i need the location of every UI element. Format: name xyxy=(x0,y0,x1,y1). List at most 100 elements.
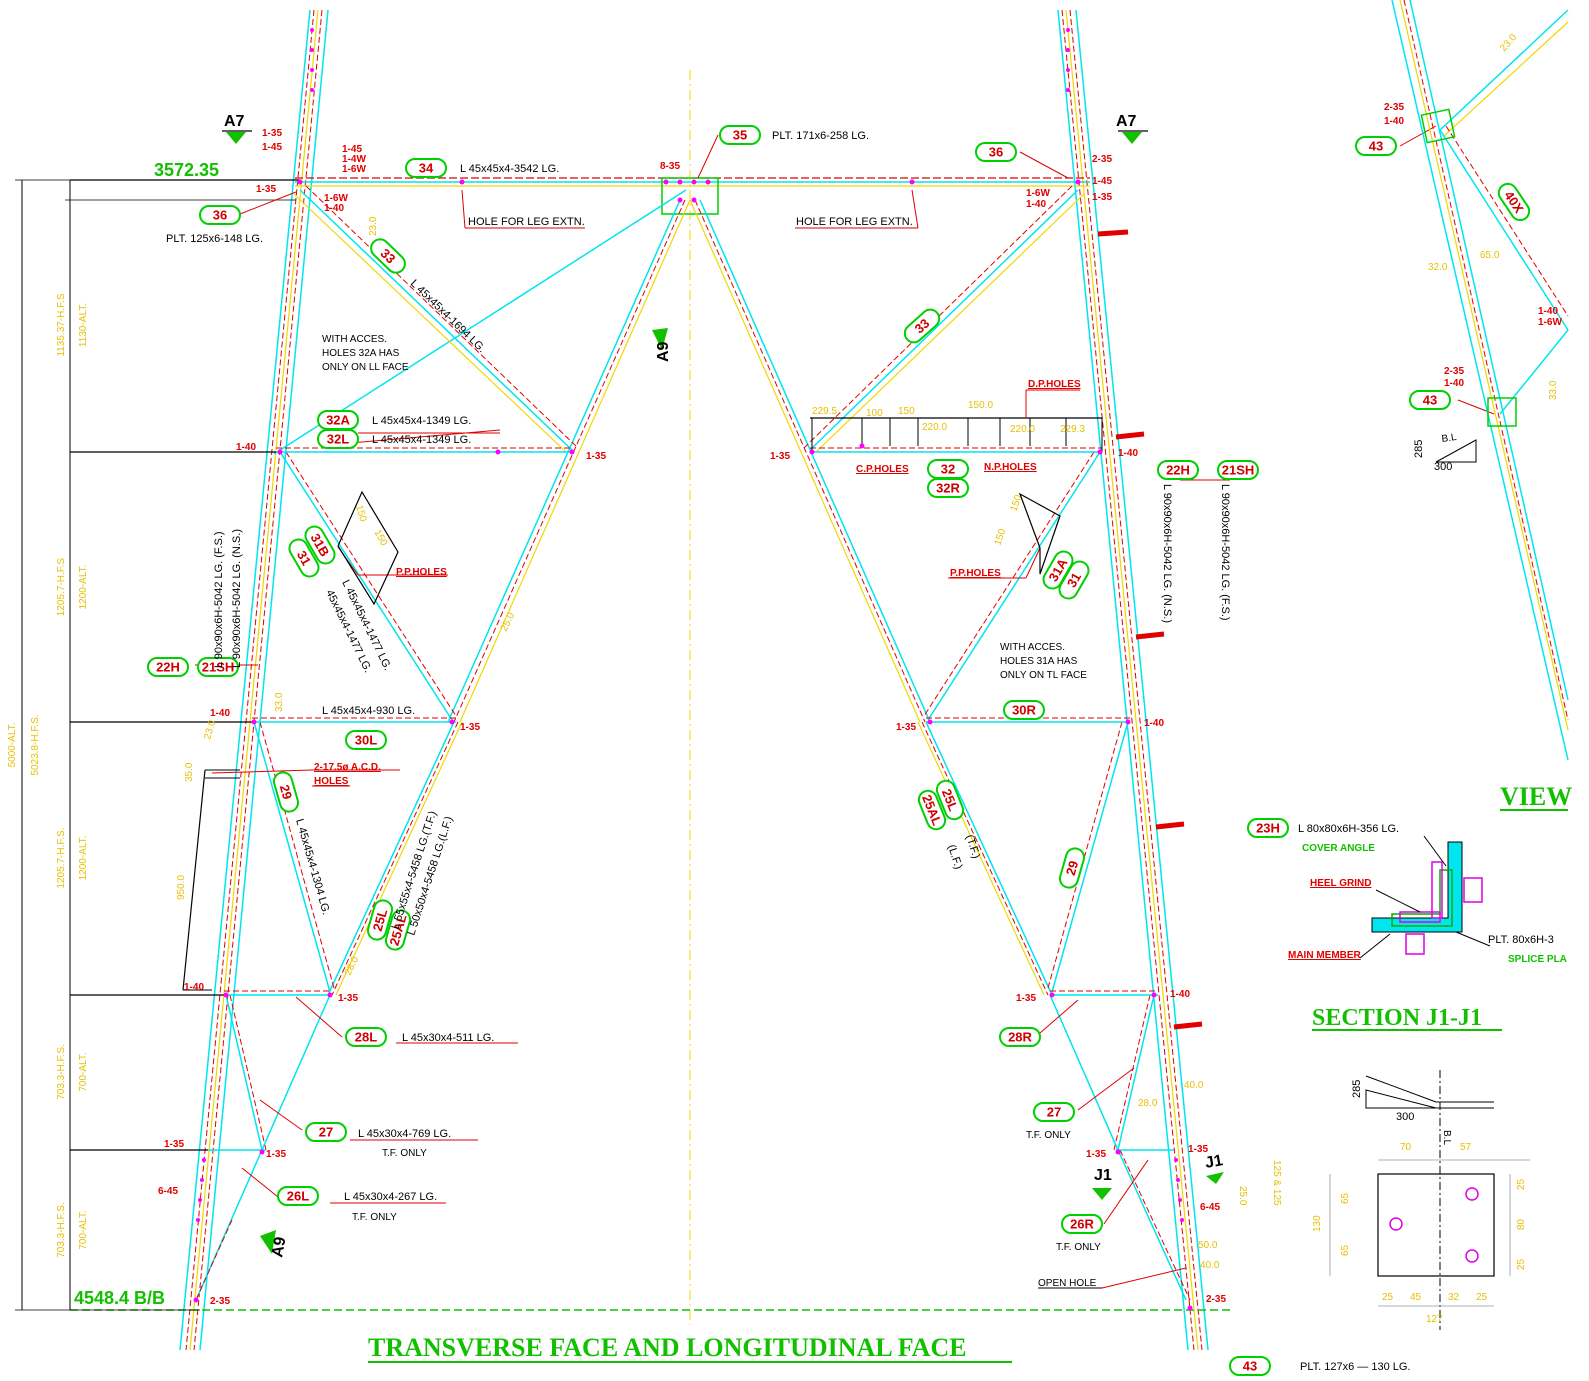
tag-34: 34 xyxy=(419,161,434,176)
bolt-27: 1-35 xyxy=(164,1139,184,1150)
tag-22h-left: 22H xyxy=(156,660,180,675)
note-leg-fs-left: L 90x90x6H-5042 LG. (F.S.) xyxy=(213,531,225,668)
note-32a: L 45x45x4-1349 LG. xyxy=(372,415,471,427)
note-access-2a: WITH ACCES. xyxy=(1000,642,1065,653)
note-splice: SPLICE PLA xyxy=(1508,954,1567,965)
bolt-4: 1-4W xyxy=(342,154,366,165)
dim-p3-alt: 1200-ALT. xyxy=(78,836,89,881)
dim-70: 70 xyxy=(1400,1142,1412,1153)
note-cover: COVER ANGLE xyxy=(1302,843,1375,854)
bolt-28: 1-35 xyxy=(266,1149,286,1160)
tag-32a: 32A xyxy=(326,413,350,428)
bolt-3: 1-45 xyxy=(342,144,362,155)
tag-28l: 28L xyxy=(355,1030,377,1045)
dim-25-d: 25 xyxy=(1516,1258,1527,1270)
tag-32: 32 xyxy=(941,462,955,477)
dim-950: 950.0 xyxy=(176,875,187,900)
note-26: L 45x30x4-267 LG. xyxy=(344,1191,437,1203)
note-29: L 45x45x4-1304 LG. xyxy=(293,818,332,917)
tag-36-right: 36 xyxy=(989,145,1003,160)
note-tf-only-2: T.F. ONLY xyxy=(352,1212,397,1223)
dim-25-f: 25 xyxy=(1476,1292,1488,1303)
note-plt80: PLT. 80x6H-3 xyxy=(1488,934,1554,946)
dim-40-b: 40.0 xyxy=(1200,1260,1220,1271)
plate-43-detail xyxy=(1329,1070,1530,1330)
tag-26r: 26R xyxy=(1070,1217,1094,1232)
dim-25-c: 25 xyxy=(1516,1178,1527,1190)
dim-p3-hfs: 1205.7-H.F.S. xyxy=(56,827,67,888)
note-access-1a: WITH ACCES. xyxy=(322,334,387,345)
note-leg-ns-right: L 90x90x6H-5042 LG. (N.S.) xyxy=(1161,484,1173,623)
note-34: L 45x45x4-3542 LG. xyxy=(460,163,559,175)
note-np-holes: N.P.HOLES xyxy=(984,462,1037,473)
dim-p5-hfs: 703.3-H.F.S. xyxy=(56,1202,67,1258)
bolt-39: 1-40 xyxy=(1538,306,1558,317)
section-mark-a7-left: A7 xyxy=(224,113,245,130)
dim-300-b: 300 xyxy=(1396,1111,1414,1123)
tag-36-left: 36 xyxy=(213,208,227,223)
bolt-37: 2-35 xyxy=(1444,366,1464,377)
note-tf-only-4: T.F. ONLY xyxy=(1056,1242,1101,1253)
note-acd-a: 2-17.5ø A.C.D. xyxy=(314,762,381,773)
tag-27-left: 27 xyxy=(319,1125,333,1140)
tag-31: 31 xyxy=(294,548,314,568)
partial-view-right xyxy=(1391,0,1569,761)
note-access-1c: ONLY ON LL FACE xyxy=(322,362,409,373)
note-tf-only-3: T.F. ONLY xyxy=(1026,1130,1071,1141)
tag-28r: 28R xyxy=(1008,1030,1032,1045)
dim-65-b: 65 xyxy=(1340,1192,1351,1204)
tag-22h-right: 22H xyxy=(1166,463,1190,478)
section-mark-a7-right: A7 xyxy=(1116,113,1137,130)
bolt-11: 1-45 xyxy=(1092,176,1112,187)
note-23h: L 80x80x6H-356 LG. xyxy=(1298,823,1399,835)
dim-25-e: 25 xyxy=(1382,1292,1394,1303)
top-dimension: 3572.35 xyxy=(154,160,219,180)
left-leg xyxy=(179,9,329,1351)
tag-30l: 30L xyxy=(355,733,377,748)
dim-220-b: 220.0 xyxy=(1010,424,1035,435)
note-leg-ns-left: L 90x90x6H-5042 LG. (N.S.) xyxy=(231,529,243,668)
bolt-10: 2-35 xyxy=(1092,154,1112,165)
note-plt127: PLT. 127x6 — 130 LG. xyxy=(1300,1361,1410,1373)
dim-p5-alt: 700-ALT. xyxy=(78,1210,89,1249)
bolt-5: 1-6W xyxy=(342,164,366,175)
bolt-34: 2-35 xyxy=(1206,1294,1226,1305)
tag-32r: 32R xyxy=(936,481,960,496)
bolt-32: 1-35 xyxy=(1188,1144,1208,1155)
note-pp-left: P.P.HOLES xyxy=(396,567,447,578)
drawing-title: TRANSVERSE FACE AND LONGITUDINAL FACE xyxy=(368,1333,967,1362)
dim-229-5: 229.5 xyxy=(812,406,837,417)
dim-23-b: 23.0 xyxy=(1498,32,1519,54)
dimension-lines xyxy=(15,179,300,1311)
note-heel: HEEL GRIND xyxy=(1310,878,1372,889)
tag-35: 35 xyxy=(733,128,747,143)
bolt-1: 1-35 xyxy=(262,128,282,139)
tag-29-left: 29 xyxy=(277,783,295,801)
dim-p4-alt: 700-ALT. xyxy=(78,1052,89,1091)
section-mark-j1-left: J1 xyxy=(1094,1167,1112,1184)
hole-bars xyxy=(1097,229,1203,1030)
dim-125-125: 125 & 125 xyxy=(1271,1160,1282,1206)
note-bl: B.L xyxy=(1441,432,1458,445)
note-28l: L 45x30x4-511 LG. xyxy=(402,1032,494,1044)
tag-27-right: 27 xyxy=(1047,1105,1061,1120)
section-mark-a9-mid: A9 xyxy=(655,341,672,362)
dim-150-a: 150 xyxy=(898,406,915,417)
dim-150-f: 150 xyxy=(992,527,1008,547)
note-32l: L 45x45x4-1349 LG. xyxy=(372,434,471,446)
bolt-33: 6-45 xyxy=(1200,1202,1220,1213)
tag-32l: 32L xyxy=(327,432,349,447)
note-35: PLT. 171x6-258 LG. xyxy=(772,130,869,142)
diagonals xyxy=(195,185,1191,1301)
dim-35: 35.0 xyxy=(184,762,195,782)
note-bl-2: B.L xyxy=(1441,1130,1452,1145)
joint-dots xyxy=(193,28,1193,1311)
note-dp-holes: D.P.HOLES xyxy=(1028,379,1081,390)
tag-43-a: 43 xyxy=(1369,139,1383,154)
tag-21sh-left: 21SH xyxy=(202,660,235,675)
dim-p2-hfs: 1205.7-H.F.S xyxy=(56,557,67,616)
dim-p2-alt: 1200-ALT. xyxy=(78,565,89,610)
dim-40-a: 40.0 xyxy=(1184,1080,1204,1091)
bolt-20: 1-35 xyxy=(460,722,480,733)
